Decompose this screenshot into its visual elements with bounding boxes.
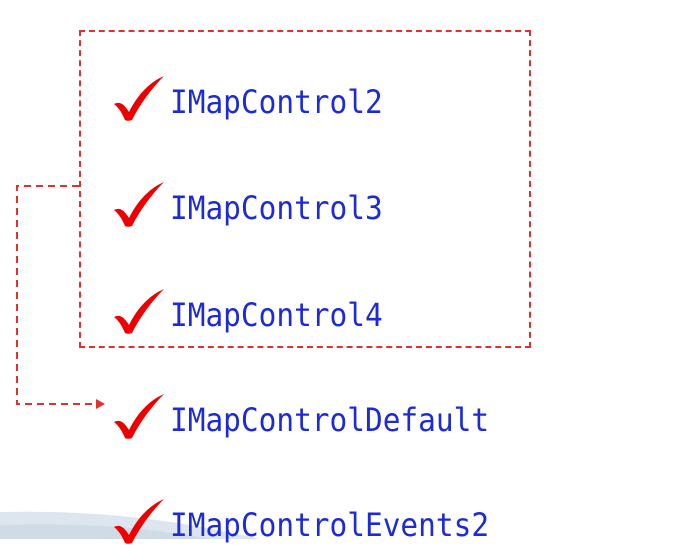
list-item-imapcontrolevents2: IMapControlEvents2: [112, 495, 517, 545]
item-label: IMapControlDefault: [170, 401, 490, 439]
checkmark-icon: [114, 499, 164, 544]
item-label: IMapControl4: [170, 296, 383, 334]
list-item-imapcontrol2: IMapControl2: [112, 72, 401, 122]
list-item-imapcontrol4: IMapControl4: [112, 285, 401, 335]
list-item-imapcontrol3: IMapControl3: [112, 178, 401, 228]
item-label: IMapControl2: [170, 83, 383, 121]
checkmark-icon: [114, 76, 164, 121]
checkmark-icon: [114, 182, 164, 227]
item-label: IMapControl3: [170, 189, 383, 227]
checkmark-icon: [114, 289, 164, 334]
checkmark-icon: [114, 394, 164, 439]
list-item-imapcontroldefault: IMapControlDefault: [112, 390, 517, 440]
item-label: IMapControlEvents2: [170, 506, 490, 544]
